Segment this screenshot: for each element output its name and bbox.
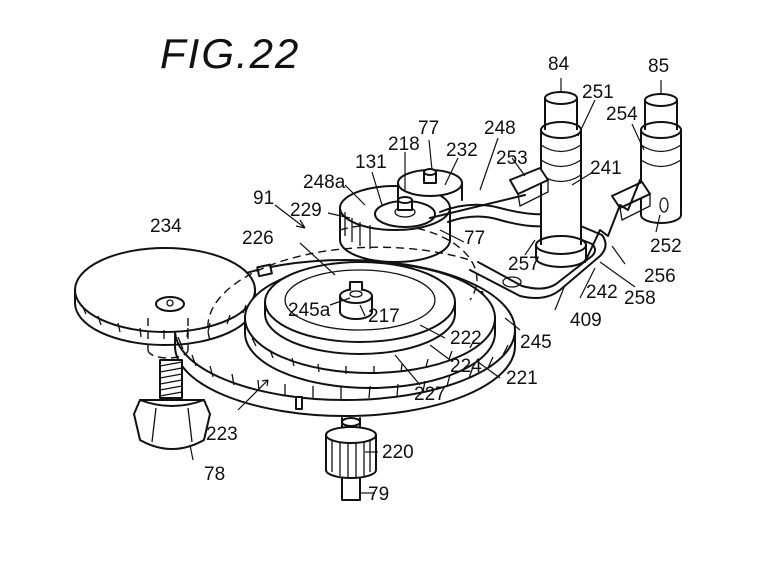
- label-245a: 245a: [288, 300, 331, 321]
- label-232: 232: [446, 140, 478, 161]
- plate-245: [429, 194, 607, 299]
- label-252: 252: [650, 236, 682, 257]
- label-257: 257: [508, 254, 540, 275]
- label-226: 226: [242, 228, 274, 249]
- label-220: 220: [382, 442, 414, 463]
- nut-78: [133, 359, 211, 450]
- spring-258: [584, 179, 641, 263]
- gear-234: [74, 247, 256, 359]
- label-221: 221: [506, 368, 538, 389]
- label-84: 84: [548, 54, 570, 75]
- label-242: 242: [586, 282, 618, 303]
- label-248: 248: [484, 118, 516, 139]
- label-258: 258: [624, 288, 656, 309]
- label-78: 78: [204, 464, 225, 485]
- hidden-circle-223: [207, 246, 471, 341]
- arrow-223: [237, 379, 269, 411]
- label-227: 227: [414, 384, 446, 405]
- label-77a: 77: [418, 118, 439, 139]
- label-218: 218: [388, 134, 420, 155]
- label-79: 79: [368, 484, 389, 505]
- shaft-79: [325, 417, 377, 501]
- label-253: 253: [496, 148, 528, 169]
- gear-229: [339, 185, 451, 263]
- disc-stack-222: [244, 261, 496, 389]
- label-245: 245: [520, 332, 552, 353]
- label-234: 234: [150, 216, 182, 237]
- leader-lines: [189, 78, 662, 494]
- label-229: 229: [290, 200, 322, 221]
- label-217: 217: [368, 306, 400, 327]
- label-241: 241: [590, 158, 622, 179]
- plunger-84: [535, 91, 587, 268]
- figure-title: FIG.22: [160, 30, 300, 77]
- label-91: 91: [253, 188, 274, 209]
- arm-253: [509, 167, 549, 207]
- gear-232: [397, 168, 463, 201]
- arrow-91: [274, 204, 306, 229]
- label-256: 256: [644, 266, 676, 287]
- label-409: 409: [570, 310, 602, 331]
- label-223: 223: [206, 424, 238, 445]
- plunger-85: [640, 93, 682, 224]
- arm-254: [611, 181, 651, 221]
- label-77b: 77: [464, 228, 485, 249]
- label-224: 224: [450, 356, 482, 377]
- label-248a: 248a: [303, 172, 346, 193]
- label-222: 222: [450, 328, 482, 349]
- label-251: 251: [582, 82, 614, 103]
- label-85: 85: [648, 56, 669, 77]
- label-131: 131: [355, 152, 387, 173]
- label-254: 254: [606, 104, 638, 125]
